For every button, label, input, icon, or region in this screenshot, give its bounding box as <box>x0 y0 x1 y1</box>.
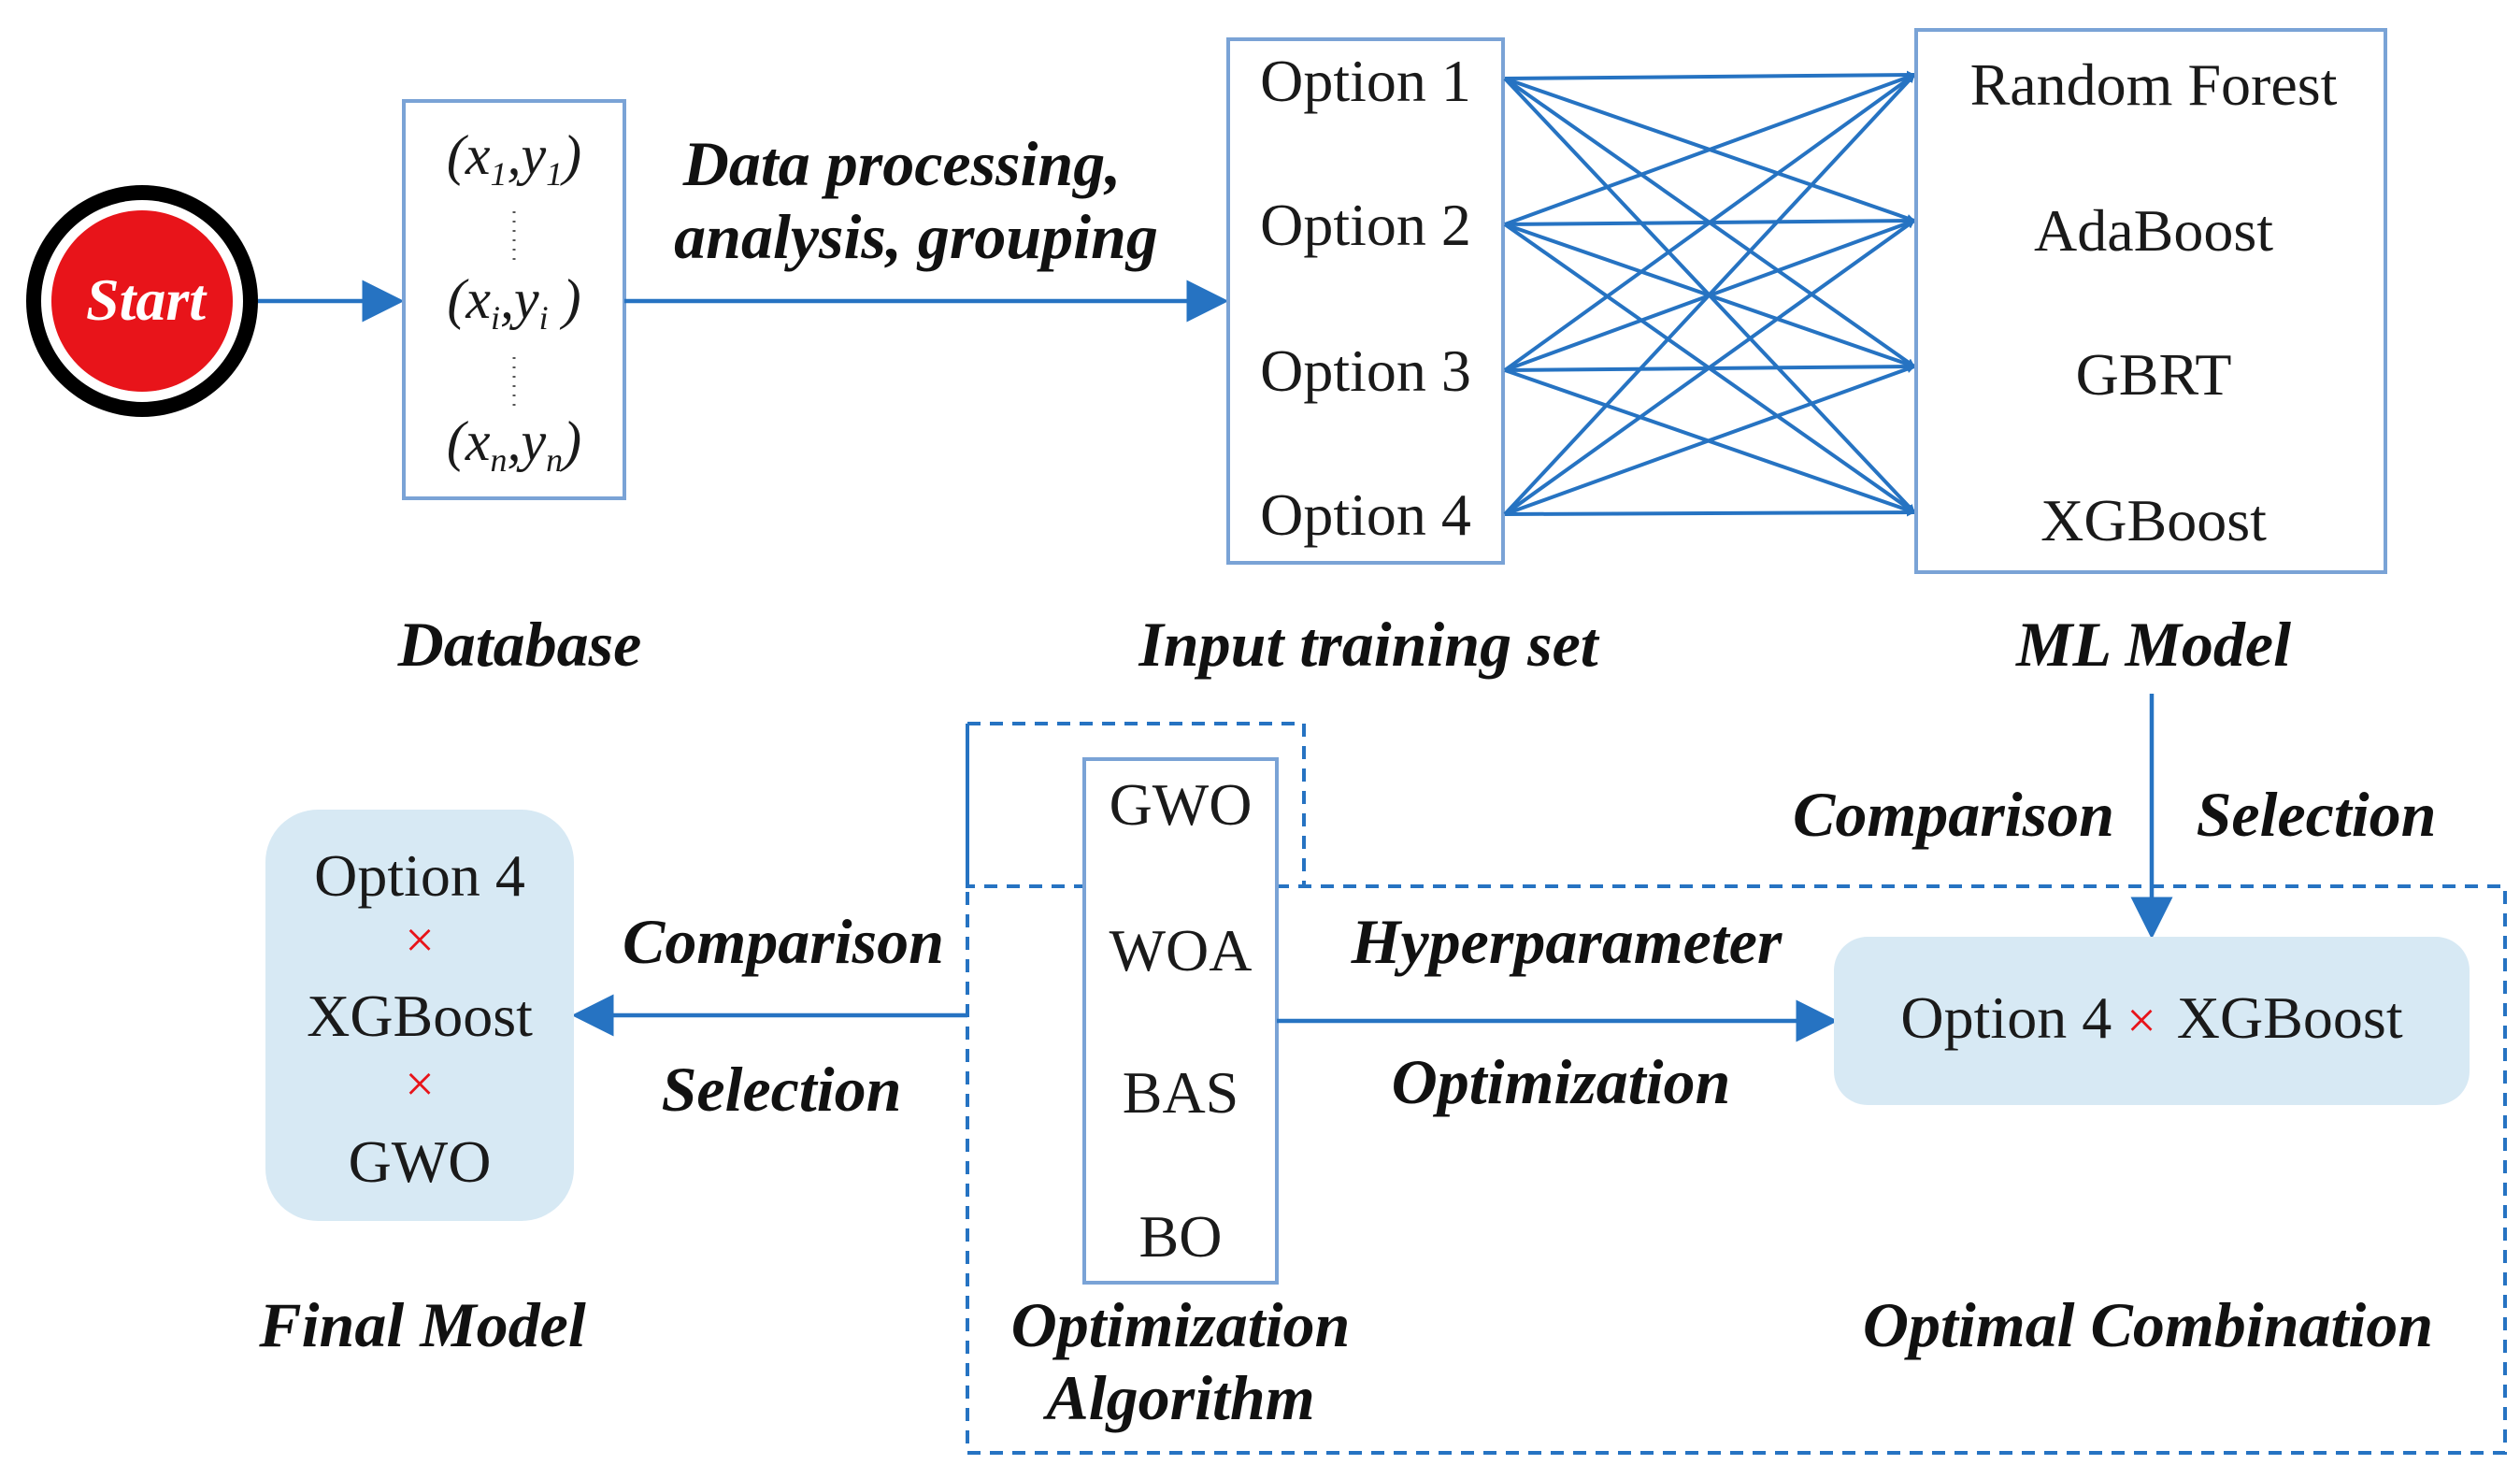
optimal-combination-pill <box>1834 937 2470 1105</box>
option-model-links <box>1503 70 1916 517</box>
optimization-region-outline <box>966 724 2507 1455</box>
link-option-1-to-model-1 <box>1504 70 1915 80</box>
algorithm-bas[interactable]: BAS <box>1123 1059 1239 1126</box>
optimal-combination-text: Option 4×XGBoost <box>1900 984 2402 1051</box>
database-row-i: (xi,yi ) <box>447 268 580 337</box>
link-option-4-to-model-2 <box>1503 219 1916 516</box>
database-row-n: (xn,yn) <box>447 410 581 479</box>
database-row-1: (x1,y1) <box>447 124 581 193</box>
link-option-3-to-model-1 <box>1503 73 1916 372</box>
model-random-forest[interactable]: Random Forest <box>1970 51 2338 118</box>
model-gbrt[interactable]: GBRT <box>2076 341 2232 408</box>
final-model-cross-1: × <box>405 912 435 969</box>
database-caption: Database <box>397 609 642 680</box>
bottom-comparison-label: Comparison <box>623 906 944 977</box>
training-set-caption: Input training set <box>1138 609 1599 680</box>
svg-text:(x1,y1): (x1,y1) <box>447 124 581 193</box>
top-comparison-label: Comparison <box>1793 779 2114 850</box>
link-option-2-to-model-1 <box>1504 73 1915 226</box>
optimal-combination-caption: Optimal Combination <box>1863 1289 2433 1360</box>
link-option-4-to-model-1 <box>1503 73 1916 516</box>
bottom-selection-label: Selection <box>662 1054 902 1125</box>
algorithm-woa[interactable]: WOA <box>1110 917 1253 984</box>
algorithm-bo[interactable]: BO <box>1139 1203 1223 1270</box>
final-model-cross-2: × <box>405 1055 435 1113</box>
training-option-1[interactable]: Option 1 <box>1260 48 1471 114</box>
final-model-gwo: GWO <box>349 1128 492 1195</box>
svg-text:(xn,yn): (xn,yn) <box>447 410 581 479</box>
optimization-caption-line2: Algorithm <box>1042 1362 1314 1433</box>
link-option-4-to-model-3 <box>1504 365 1915 516</box>
processing-label-line1: Data processing, <box>682 128 1121 199</box>
optimization-label: Optimization <box>1392 1046 1731 1117</box>
final-model-caption: Final Model <box>258 1289 586 1360</box>
algorithm-gwo[interactable]: GWO <box>1110 771 1253 838</box>
start-label: Start <box>86 266 208 333</box>
training-option-2[interactable]: Option 2 <box>1260 192 1471 258</box>
svg-text:(xi,yi ): (xi,yi ) <box>447 268 580 337</box>
optimization-caption-line1: Optimization <box>1011 1289 1351 1360</box>
training-option-4[interactable]: Option 4 <box>1260 481 1471 548</box>
top-selection-label: Selection <box>2197 779 2437 850</box>
optimization-region-outline-upper <box>967 722 1306 886</box>
hyperparameter-label: Hyperparameter <box>1351 906 1783 977</box>
processing-label-line2: analysis, grouping <box>674 201 1158 272</box>
final-model-xgboost: XGBoost <box>307 983 533 1049</box>
model-xgboost[interactable]: XGBoost <box>2040 487 2267 553</box>
training-option-3[interactable]: Option 3 <box>1260 337 1471 404</box>
link-option-4-to-model-4 <box>1504 508 1915 517</box>
model-adaboost[interactable]: AdaBoost <box>2034 197 2273 264</box>
start-node[interactable]: Start <box>26 185 258 417</box>
training-set-box <box>1226 37 1505 565</box>
final-model-pill <box>265 810 574 1221</box>
ml-model-caption: ML Model <box>2015 609 2291 680</box>
ml-model-box <box>1914 28 2387 574</box>
final-model-option: Option 4 <box>314 842 525 909</box>
